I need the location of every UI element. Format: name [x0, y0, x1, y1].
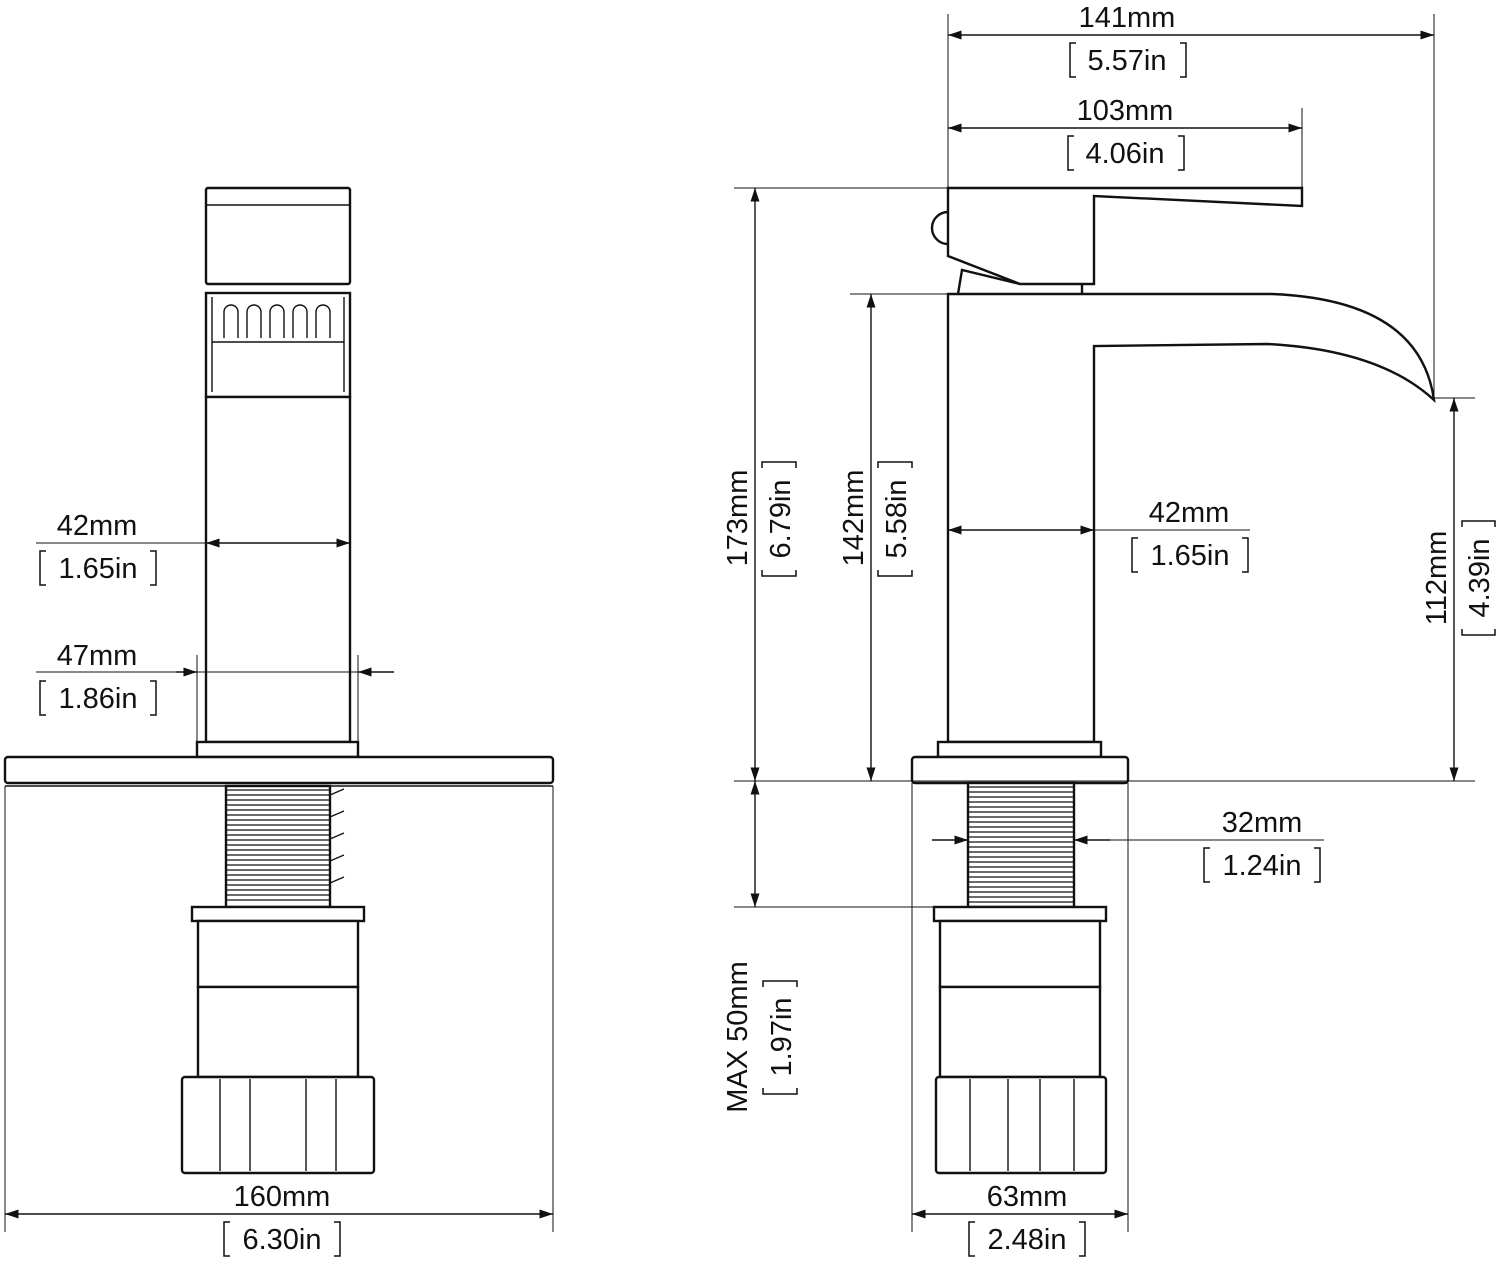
front-handle-width-mm-label: 42mm	[57, 510, 138, 542]
front-base-width-in-bracket	[39, 680, 157, 716]
thread-line	[329, 788, 345, 796]
side-total-height-in-label: 6.79in	[765, 479, 797, 558]
side-body-height-in-label: 5.58in	[881, 479, 913, 558]
front-mount-nut	[180, 1075, 376, 1175]
side-max-deck-in-bracket	[762, 980, 798, 1095]
thread-line	[329, 876, 345, 884]
side-spout-height-in-bracket	[1461, 520, 1496, 636]
side-threaded-shank	[966, 781, 1076, 909]
front-plate-width-mm-label: 160mm	[234, 1181, 331, 1213]
cartridge-slot	[315, 304, 331, 338]
front-plate-width-in-label: 6.30in	[242, 1224, 321, 1256]
front-base-width-in-label: 1.86in	[58, 683, 137, 715]
front-base-width-mm-label: 47mm	[57, 640, 138, 672]
front-deck-plate	[3, 755, 555, 785]
side-shank-diameter-in-label: 1.24in	[1222, 850, 1301, 882]
cartridge-slot	[292, 304, 308, 338]
side-body-height-in-bracket	[877, 461, 913, 577]
side-total-height-labels: 173mm	[722, 470, 754, 567]
side-body-height-mm-label: 142mm	[838, 470, 870, 567]
side-total-height-in-bracket	[761, 461, 797, 577]
cartridge-slot	[246, 304, 262, 338]
front-mount-washer	[190, 905, 366, 923]
side-base-width-in-bracket	[968, 1221, 1086, 1257]
side-mount-washer	[932, 905, 1108, 923]
side-max-deck-in-label: 1.97in	[766, 997, 798, 1076]
front-handle-block	[204, 186, 352, 286]
thread-line	[329, 810, 345, 818]
thread-line	[329, 832, 345, 840]
side-handle-depth-in-bracket	[1067, 135, 1185, 171]
front-body	[204, 395, 352, 744]
side-handle-lever	[946, 186, 1304, 286]
side-handle-stem	[956, 268, 1021, 295]
side-spout-height-in-label: 4.39in	[1464, 538, 1496, 617]
side-view: 141mm 5.57in 103mm 4.06in 173mm 6.79in 1	[722, 2, 1496, 1257]
front-view: 42mm 1.65in 47mm 1.86in 160mm 6.30in	[3, 186, 555, 1257]
side-deck-plate	[910, 755, 1130, 785]
side-base-collar	[936, 740, 1103, 759]
side-spout-height-mm-label: 112mm	[1421, 531, 1453, 626]
side-handle-depth-mm-label: 103mm	[1077, 95, 1174, 127]
side-total-depth-in-label: 5.57in	[1087, 45, 1166, 77]
front-mount-sleeve	[196, 919, 360, 989]
side-base-width-mm-label: 63mm	[987, 1181, 1068, 1213]
side-max-deck-mm-label: MAX 50mm	[722, 961, 754, 1112]
side-body-width-in-bracket	[1131, 537, 1249, 573]
front-thread-lines	[226, 788, 345, 901]
side-handle-depth-in-label: 4.06in	[1085, 138, 1164, 170]
side-handle-pivot	[930, 210, 949, 246]
side-total-depth-in-bracket	[1069, 42, 1187, 78]
cartridge-slot	[223, 304, 239, 338]
side-total-height-mm-label: 173mm	[722, 470, 754, 567]
cartridge-slots	[223, 304, 331, 338]
side-mount-body	[938, 985, 1102, 1079]
front-handle-width-in-label: 1.65in	[58, 553, 137, 585]
cartridge-slot	[269, 304, 285, 338]
side-body-width-mm-label: 42mm	[1149, 497, 1230, 529]
side-mount-nut	[934, 1075, 1108, 1175]
side-shank-diameter-in-bracket	[1203, 847, 1321, 883]
side-shank-diameter-mm-label: 32mm	[1222, 807, 1303, 839]
side-thread-lines	[968, 786, 1074, 903]
front-base-collar	[195, 740, 360, 759]
side-mount-sleeve	[938, 919, 1102, 989]
side-total-depth-mm-label: 141mm	[1079, 2, 1176, 34]
side-body-width-in-label: 1.65in	[1150, 540, 1229, 572]
front-mount-body	[196, 985, 360, 1079]
front-plate-width-in-bracket	[223, 1221, 341, 1257]
side-base-width-in-label: 2.48in	[987, 1224, 1066, 1256]
thread-line	[329, 854, 345, 862]
front-handle-width-in-bracket	[39, 550, 157, 586]
front-threaded-shank	[224, 784, 332, 909]
